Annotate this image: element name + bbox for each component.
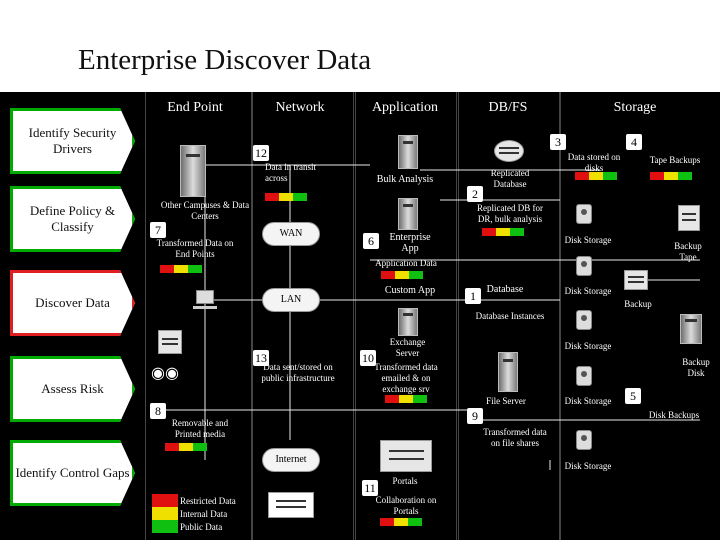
legend-label-internal: Internal Data (180, 508, 228, 519)
lan-cloud: LAN (262, 288, 320, 312)
label-database: Database (486, 284, 524, 295)
classification-bar (650, 172, 692, 180)
label-portals: Portals (392, 476, 418, 486)
classification-bar (165, 443, 207, 451)
step-define-policy: Define Policy & Classify (10, 186, 135, 252)
column-header-endpoint: End Point (167, 100, 223, 115)
classification-bar (482, 228, 524, 236)
classification-bar (385, 395, 427, 403)
label-replicated-database: Replicated Database (490, 168, 530, 189)
legend-label-public: Public Data (180, 521, 223, 532)
label-disk-backups: Disk Backups (648, 410, 700, 420)
disk-storage-icon (576, 310, 592, 330)
label-disk-storage: Disk Storage (564, 461, 612, 471)
column-panel-application (355, 92, 457, 540)
marker-5: 5 (625, 388, 641, 404)
label-disk-storage: Disk Storage (564, 396, 612, 406)
printer-icon (158, 330, 182, 354)
label-transformed-endpoints: Transformed Data on End Points (156, 238, 234, 259)
page-title: Enterprise Discover Data (78, 44, 372, 76)
column-header-storage: Storage (613, 100, 657, 115)
classification-bar (265, 193, 307, 201)
label-backup: Backup (624, 299, 652, 309)
backup-disk-array-icon (680, 314, 702, 344)
label-transformed-email: Transformed data emailed & on exchange s… (374, 362, 438, 394)
label-other-campuses: Other Campuses & Data Centers (160, 200, 250, 221)
disk-storage-icon (576, 430, 592, 450)
marker-9: 9 (467, 408, 483, 424)
label-bulk-analysis: Bulk Analysis (376, 174, 434, 185)
label-transformed-fileshares: Transformed data on file shares (483, 427, 547, 448)
exchange-server-icon (398, 308, 418, 336)
file-server-icon (498, 352, 518, 392)
column-panel-endpoint (145, 92, 252, 540)
label-application-data: Application Data (375, 258, 437, 268)
marker-8: 8 (150, 403, 166, 419)
disk-storage-icon (576, 366, 592, 386)
label-disk-storage: Disk Storage (564, 235, 612, 245)
column-header-dbfs: DB/FS (488, 100, 528, 115)
label-disk-storage: Disk Storage (564, 286, 612, 296)
marker-4: 4 (626, 134, 642, 150)
marker-6: 6 (363, 233, 379, 249)
legend-item-restricted: Restricted Data (152, 494, 236, 507)
label-custom-app: Custom App (384, 285, 436, 296)
tape-library-icon (678, 205, 700, 231)
label-tape-backups: Tape Backups (649, 155, 701, 165)
classification-bar (380, 518, 422, 526)
marker-7: 7 (150, 222, 166, 238)
label-removable-media: Removable and Printed media (171, 418, 229, 439)
portal-window-icon (380, 440, 432, 472)
bulk-analysis-server-icon (398, 135, 418, 169)
database-cylinder-icon (494, 140, 524, 162)
classification-bar (160, 265, 202, 273)
label-data-sent-public: Data sent/stored on public infrastructur… (261, 362, 335, 383)
desktop-computer-icon (193, 290, 217, 309)
legend-item-public: Public Data (152, 520, 222, 533)
label-disk-storage: Disk Storage (564, 341, 612, 351)
enterprise-app-server-icon (398, 198, 418, 230)
marker-13: 13 (253, 350, 269, 366)
marker-12: 12 (253, 145, 269, 161)
endpoint-server-icon (180, 145, 206, 197)
legend-swatch-internal (152, 507, 178, 520)
backup-device-icon (624, 270, 648, 290)
label-file-server: File Server (486, 396, 526, 406)
label-data-stored-disks: Data stored on disks (567, 152, 621, 173)
step-identify-control-gaps: Identify Control Gaps (10, 440, 135, 506)
legend-swatch-public (152, 520, 178, 533)
marker-11: 11 (362, 480, 378, 496)
gmail-logo-icon (268, 492, 314, 518)
classification-bar (381, 271, 423, 279)
label-database-instances: Database Instances (475, 311, 545, 321)
disk-storage-icon (576, 204, 592, 224)
label-enterprise-app: Enterprise App (389, 232, 431, 254)
legend-label-restricted: Restricted Data (180, 495, 236, 506)
cd-media-icon: ◉◉ (151, 365, 179, 382)
step-discover-data: Discover Data (10, 270, 135, 336)
column-panel-dbfs (458, 92, 560, 540)
marker-10: 10 (360, 350, 376, 366)
label-replicated-dr: Replicated DB for DR, bulk analysis (477, 203, 543, 224)
column-panel-network (252, 92, 354, 540)
column-panel-storage (560, 92, 720, 540)
internet-cloud: Internet (262, 448, 320, 472)
label-backup-disk: Backup Disk (682, 357, 710, 378)
column-header-network: Network (275, 100, 325, 115)
label-backup-tape: Backup Tape (674, 241, 702, 262)
step-identify-security-drivers: Identify Security Drivers (10, 108, 135, 174)
disk-storage-icon (576, 256, 592, 276)
label-data-in-transit: Data in transit across (265, 162, 316, 183)
marker-2: 2 (467, 186, 483, 202)
label-collaboration: Collaboration on Portals (375, 495, 437, 516)
legend-swatch-restricted (152, 494, 178, 507)
label-exchange-server: Exchange Server (389, 337, 426, 358)
step-assess-risk: Assess Risk (10, 356, 135, 422)
wan-cloud: WAN (262, 222, 320, 246)
marker-1: 1 (465, 288, 481, 304)
marker-3: 3 (550, 134, 566, 150)
column-header-application: Application (371, 100, 439, 115)
classification-bar (575, 172, 617, 180)
legend-item-internal: Internal Data (152, 507, 227, 520)
